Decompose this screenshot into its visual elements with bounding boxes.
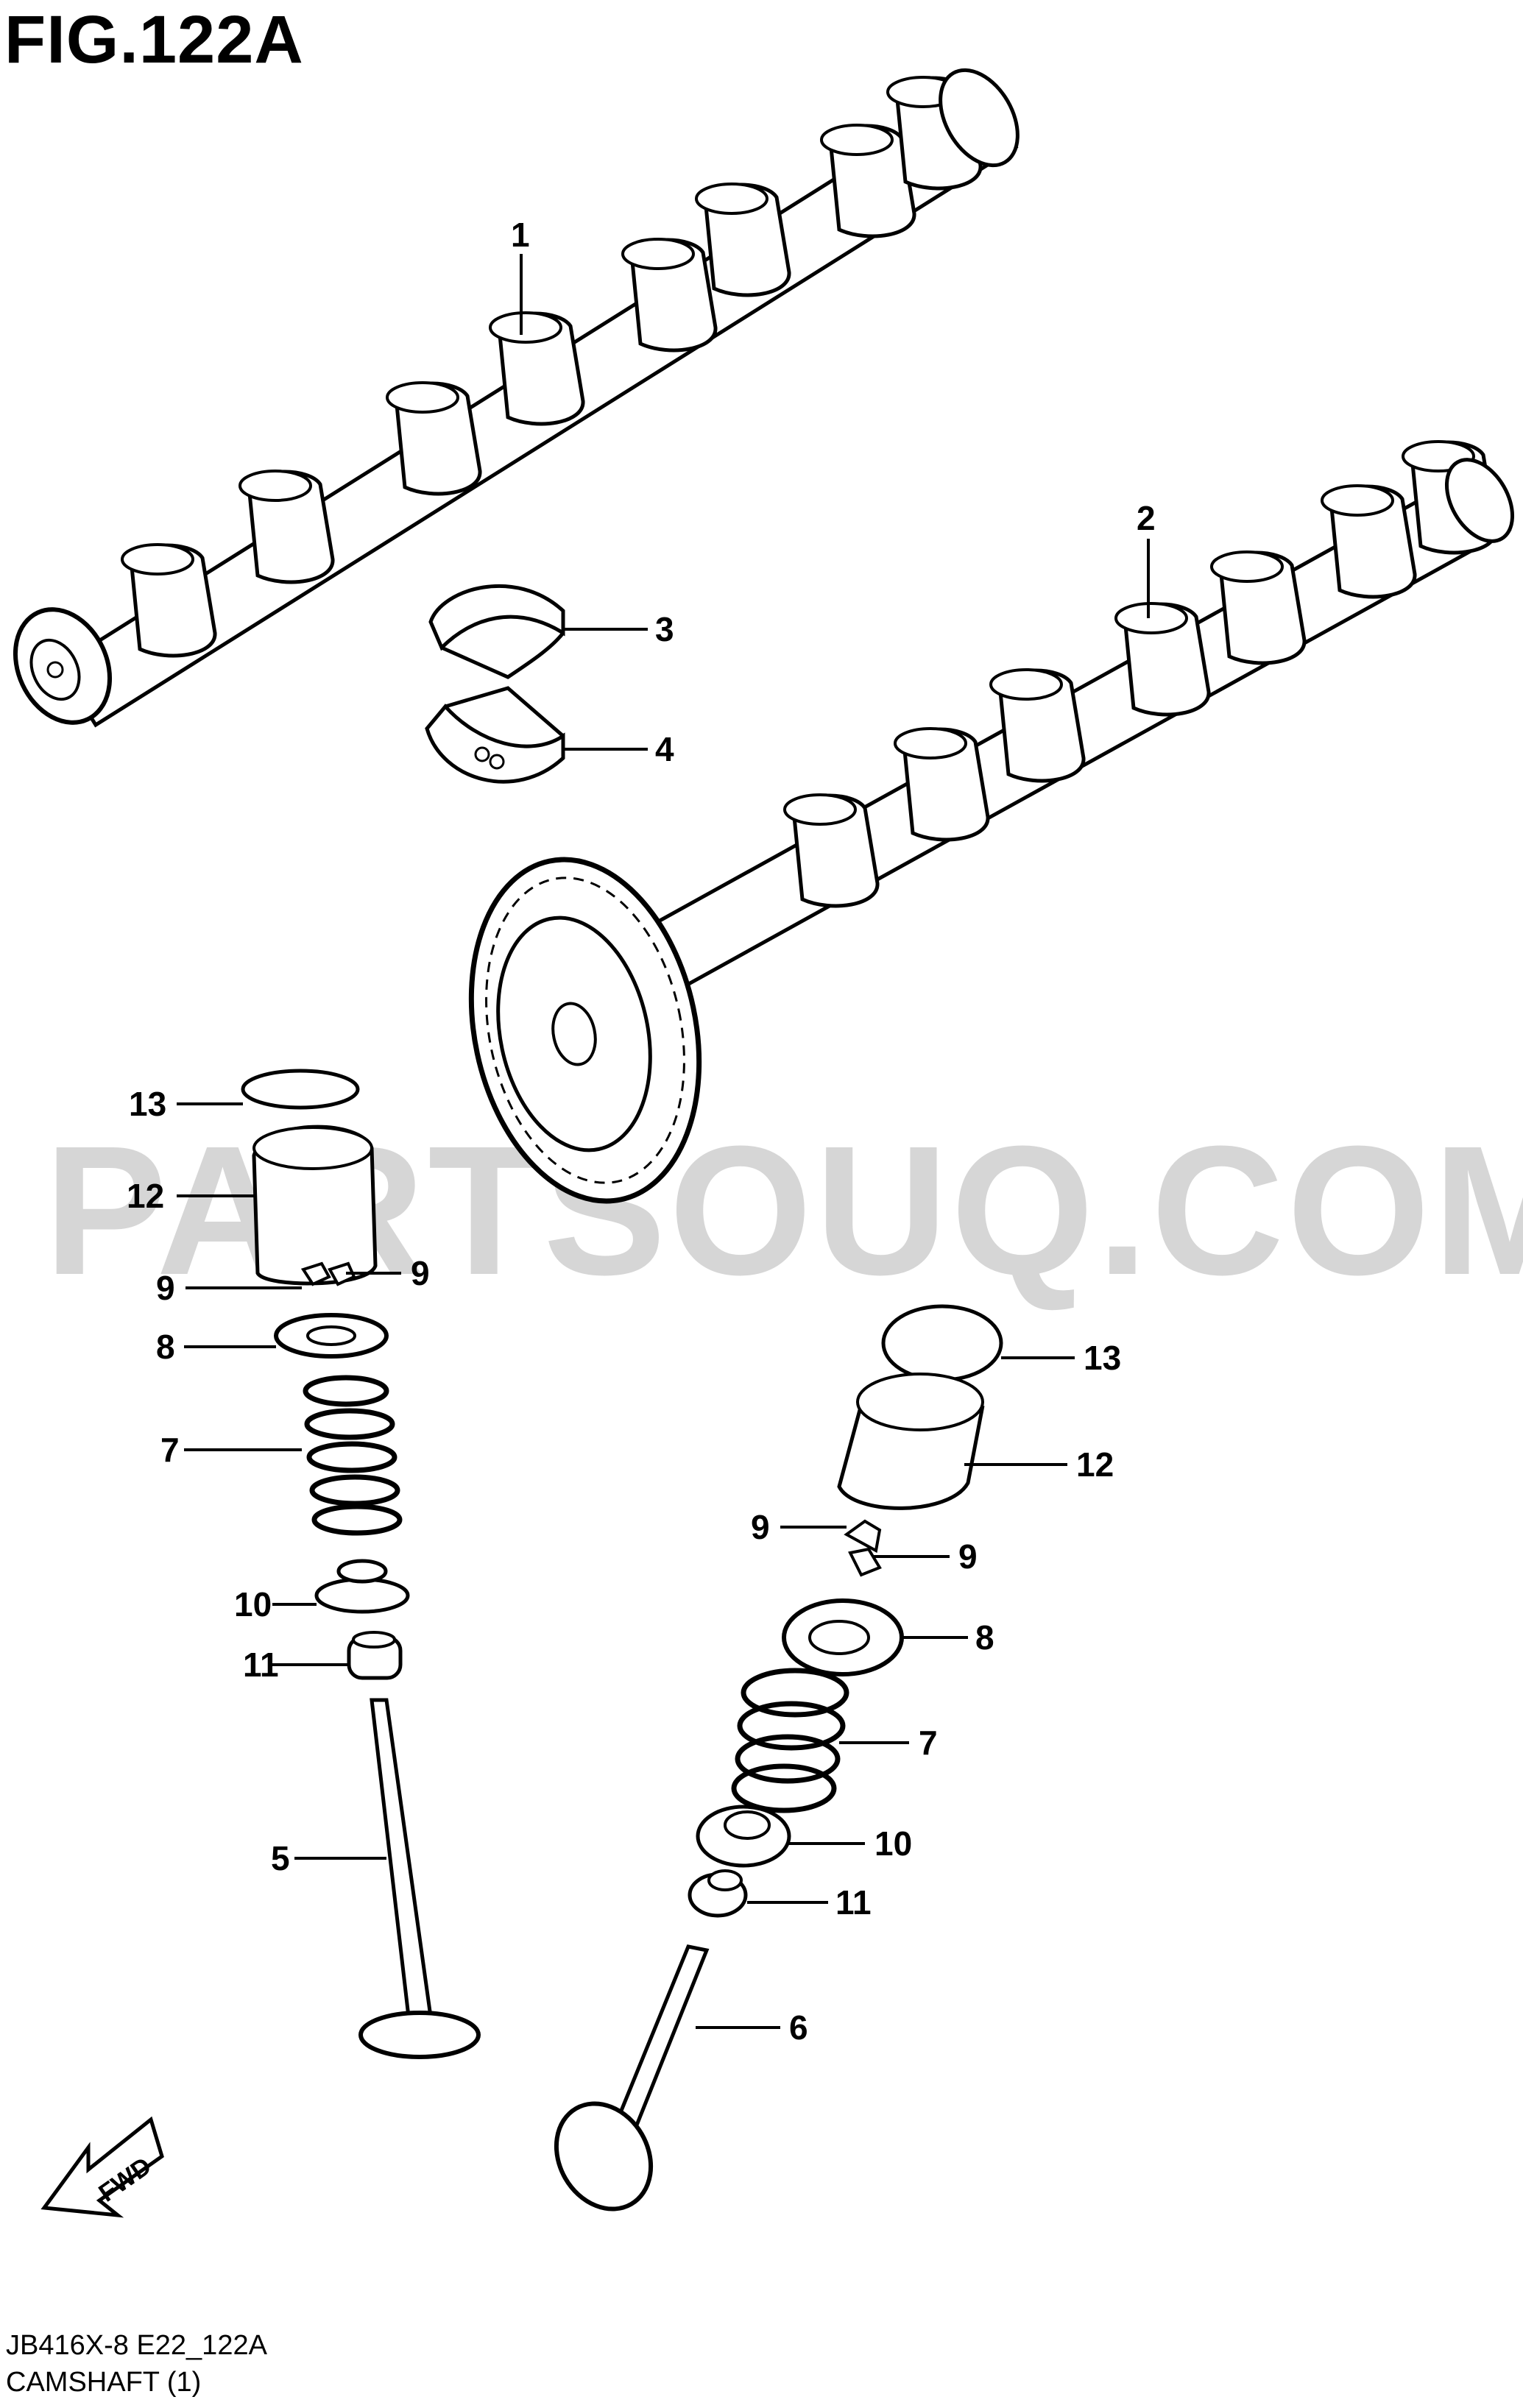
callout-9-right-a: 9 [751,1508,770,1546]
valve-train-left [241,1069,481,2059]
figure-code: JB416X-8 E22_122A [6,2330,267,2361]
callout-8-left: 8 [156,1328,175,1366]
callout-13-left: 13 [129,1085,166,1123]
callout-10-left: 10 [234,1585,272,1623]
callout-7-left: 7 [160,1431,180,1469]
callout-5: 5 [271,1839,290,1877]
camshaft-1 [13,68,1020,728]
callout-4: 4 [655,730,674,768]
callout-9-left-a: 9 [156,1269,175,1307]
callout-11-left: 11 [243,1646,279,1684]
bearing-upper-3 [428,584,565,679]
callout-8-right: 8 [975,1618,994,1657]
callout-9-right-b: 9 [958,1537,978,1576]
callout-7-right: 7 [919,1724,938,1762]
callout-2: 2 [1137,499,1156,537]
callout-11-right: 11 [835,1883,872,1922]
callout-12-left: 12 [127,1177,164,1215]
callout-1: 1 [511,216,530,254]
camshaft-2 [468,442,1515,1204]
callout-9-left-b: 9 [411,1254,430,1292]
leader-lines [177,254,1150,2029]
callout-13-right: 13 [1084,1339,1121,1377]
forward-arrow: FWD [40,2116,164,2218]
figure-name: CAMSHAFT (1) [6,2367,202,2398]
bearing-lower-4 [425,686,565,784]
callout-6: 6 [789,2008,808,2047]
callouts: 1 2 3 4 13 12 9 9 8 7 10 11 5 13 12 9 9 … [127,216,1156,2047]
callout-3: 3 [655,610,674,648]
figure-title: FIG.122A [4,2,304,77]
callout-10-right: 10 [874,1824,912,1863]
callout-12-right: 12 [1076,1445,1114,1484]
valve-train-right [554,1304,1003,2212]
